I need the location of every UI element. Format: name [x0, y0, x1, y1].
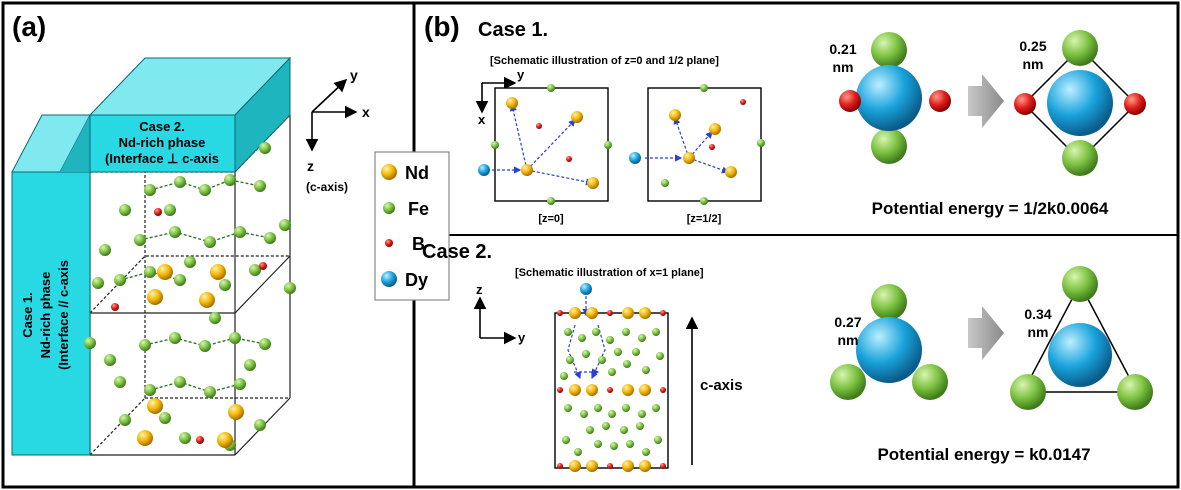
- case1-interface: (Interface // c-axis: [56, 260, 71, 370]
- legend-b: B: [412, 234, 425, 254]
- case1-energy: Potential energy = 1/2k0.0064: [872, 199, 1109, 218]
- case1-sub2: [z=1/2]: [687, 213, 722, 225]
- panel-a-label: (a): [12, 11, 46, 42]
- case2-heading: Case 2.: [422, 241, 492, 263]
- case1-d1-unit: nm: [833, 59, 854, 75]
- case1-cluster-after: 0.25 nm: [1014, 30, 1146, 176]
- case1-d2-unit: nm: [1023, 56, 1044, 72]
- case2-d1: 0.27: [834, 314, 861, 330]
- legend-dy: Dy: [405, 270, 428, 290]
- case2-d2: 0.34: [1024, 306, 1051, 322]
- arrow-right-icon: [968, 74, 1004, 128]
- case1-title: Case 1.: [20, 292, 35, 338]
- plane-z12: [z=1/2]: [629, 84, 765, 225]
- case2-slab: Case 2. Nd-rich phase (Interface ⊥ c-axi…: [88, 56, 292, 174]
- case1-cluster-before: 0.21 nm: [829, 32, 951, 164]
- arrow-right-icon-2: [968, 306, 1004, 360]
- case2-cluster-after: 0.34 nm: [1010, 266, 1153, 410]
- plane-z0: [z=0]: [478, 84, 612, 225]
- axis-x-label: x: [362, 104, 370, 120]
- case2-phase: Nd-rich phase: [119, 135, 206, 150]
- legend-fe: Fe: [408, 199, 429, 219]
- axis-c-label: (c-axis): [306, 180, 348, 194]
- case2-axis-y: y: [518, 330, 526, 345]
- nd-atom-icon: [381, 164, 397, 180]
- panel-a: (a) Case 1. Nd-rich phase (Interface // …: [11, 11, 370, 456]
- panel-b-case1: Case 1. [Schematic illustration of z=0 a…: [475, 19, 1146, 225]
- case2-axis-z: z: [476, 282, 483, 297]
- axis-y-label: y: [350, 67, 358, 83]
- case2-caxis-label: c-axis: [700, 377, 743, 394]
- legend: Nd Fe B Dy: [374, 151, 450, 301]
- block-atoms: [84, 142, 296, 451]
- case2-d1-unit: nm: [838, 332, 859, 348]
- case1-slab: Case 1. Nd-rich phase (Interface // c-ax…: [11, 114, 91, 456]
- b-atom-icon: [385, 239, 393, 247]
- plane-x1: [554, 283, 669, 472]
- case2-energy: Potential energy = k0.0147: [877, 445, 1090, 464]
- fe-atom-icon: [383, 202, 395, 214]
- panel-b-case2: Case 2. [Schematic illustration of x=1 p…: [422, 241, 1153, 472]
- case1-schematic-caption: [Schematic illustration of z=0 and 1/2 p…: [490, 55, 719, 67]
- case1-d2: 0.25: [1019, 38, 1046, 54]
- case2-interface: (Interface ⊥ c-axis: [105, 151, 219, 166]
- dy-atom-icon: [381, 271, 397, 287]
- case1-axis-y: y: [517, 67, 525, 82]
- legend-nd: Nd: [405, 163, 429, 183]
- case1-phase: Nd-rich phase: [38, 272, 53, 359]
- case1-axis-x: x: [478, 112, 486, 127]
- case2-title: Case 2.: [139, 119, 185, 134]
- case1-heading: Case 1.: [478, 19, 548, 41]
- case2-schematic-caption: [Schematic illustration of x=1 plane]: [515, 267, 704, 279]
- panel-b-label: (b): [424, 11, 460, 42]
- axes-triad: [305, 78, 358, 152]
- case2-d2-unit: nm: [1028, 324, 1049, 340]
- case2-cluster-before: 0.27 nm: [830, 284, 948, 400]
- axis-z-label: z: [307, 158, 314, 174]
- case1-d1: 0.21: [829, 41, 856, 57]
- case1-sub1: [z=0]: [538, 213, 564, 225]
